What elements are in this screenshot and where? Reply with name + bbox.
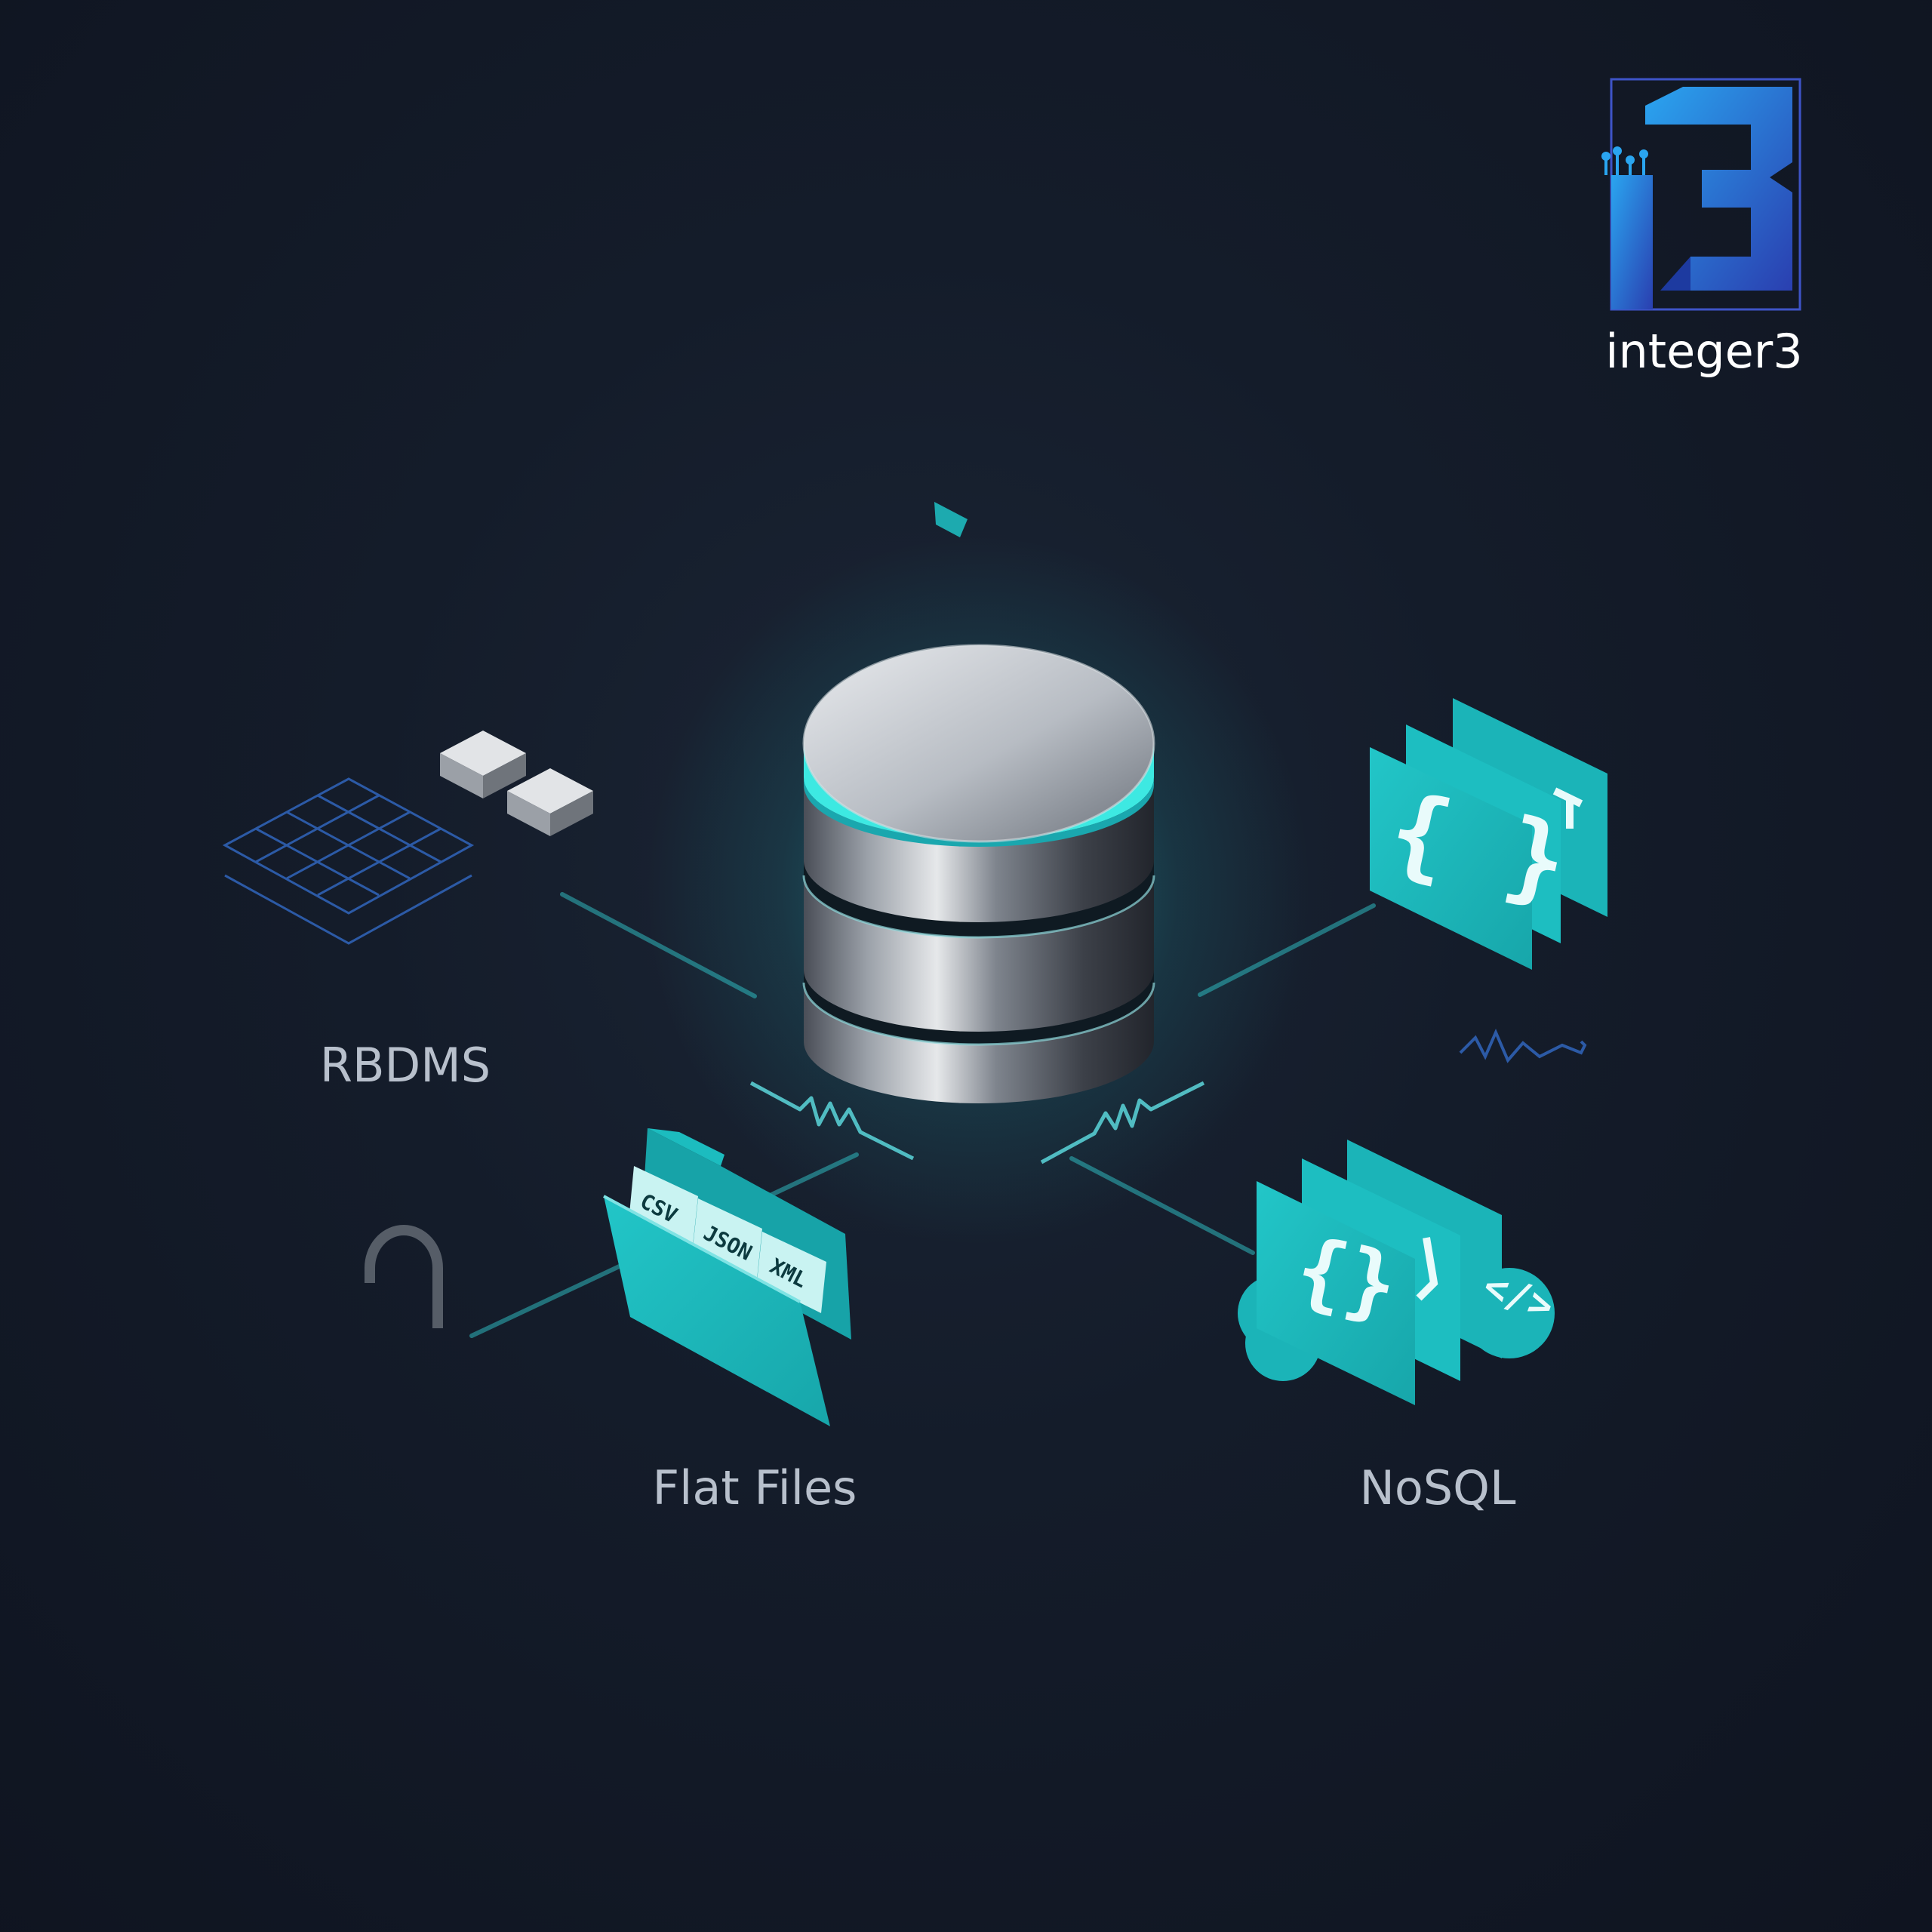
node-label-nosql: NoSQL — [1359, 1460, 1515, 1515]
document-cards-icon: {} </> — [1238, 1140, 1559, 1405]
integer3-logo: integer3 — [1601, 78, 1803, 379]
nosql-node: {} </> NoSQL — [1238, 1140, 1559, 1515]
circuit-icon — [1601, 146, 1648, 175]
folder-icon: CSV JSON XML — [603, 1128, 851, 1426]
lock-shackle-icon — [365, 1225, 443, 1328]
signal-wave-icon — [1459, 1028, 1587, 1063]
nosql-top-node: { } — [1370, 698, 1607, 1063]
node-label-rbdms: RBDMS — [320, 1038, 491, 1093]
node-label-flat-files: Flat Files — [653, 1460, 857, 1515]
json-brace-icon: {} — [1288, 1219, 1406, 1334]
database-cylinder-icon — [647, 536, 1311, 1245]
data-block-icon — [440, 731, 593, 836]
table-grid-icon — [222, 777, 475, 945]
logo-mark — [1611, 87, 1792, 309]
flat-files-node: CSV JSON XML Flat Files — [603, 1128, 857, 1515]
file-tab-csv: CSV — [629, 1166, 698, 1245]
rbdms-node: RBDMS — [222, 731, 593, 1093]
floating-shard-icon — [934, 502, 968, 537]
document-cards-icon: { } — [1370, 698, 1607, 970]
logo-wordmark: integer3 — [1605, 324, 1802, 379]
